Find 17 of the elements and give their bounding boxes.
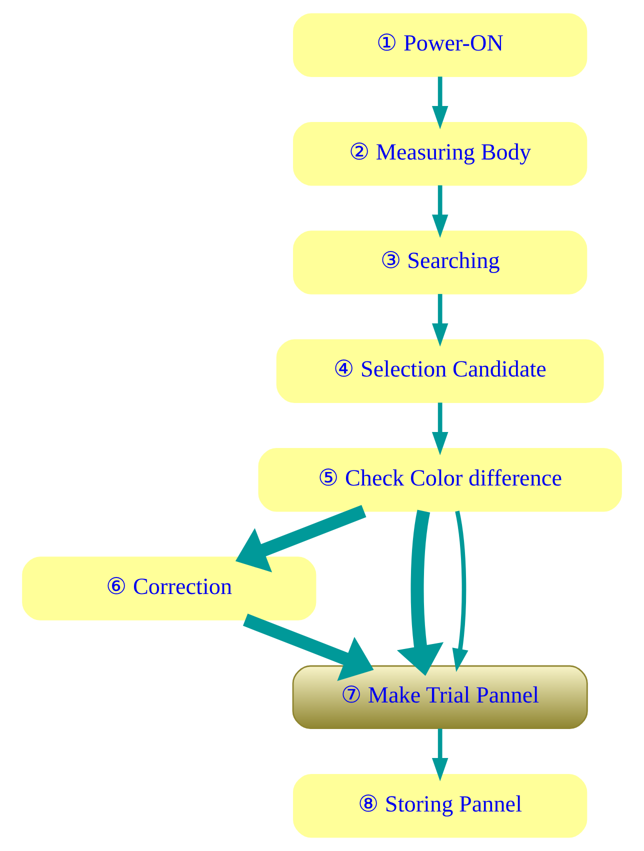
arrow xyxy=(432,76,448,130)
arrow xyxy=(396,510,444,676)
node-box: ③ Searching xyxy=(293,230,588,294)
node-box: ⑦ Make Trial Pannel xyxy=(292,665,588,730)
arrow xyxy=(242,614,374,681)
arrow xyxy=(432,294,448,347)
node-box: ⑧ Storing Pannel xyxy=(293,774,588,838)
arrow xyxy=(432,402,448,456)
node-box: ② Measuring Body xyxy=(293,122,588,186)
node-box: ⑥ Correction xyxy=(22,556,316,620)
node-box: ⑤ Check Color difference xyxy=(258,448,622,512)
node-box: ④ Selection Candidate xyxy=(276,339,604,404)
arrow xyxy=(432,185,448,238)
arrow xyxy=(235,504,366,572)
arrow xyxy=(452,510,468,672)
node-box: ① Power-ON xyxy=(293,13,588,78)
arrow xyxy=(432,728,448,782)
